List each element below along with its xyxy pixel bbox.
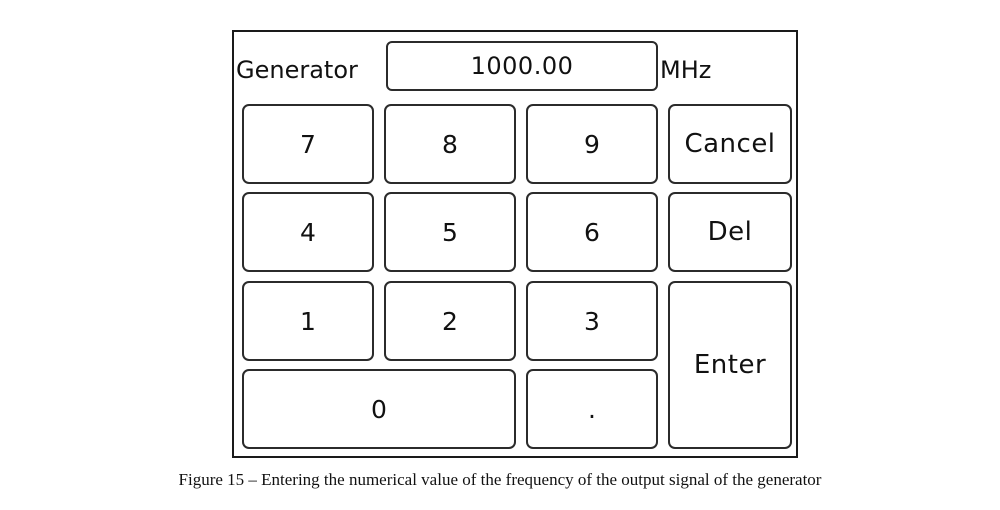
key-1-button[interactable]: 1 — [242, 281, 374, 361]
key-9-button[interactable]: 9 — [526, 104, 658, 184]
enter-button[interactable]: Enter — [668, 281, 792, 449]
key-0-button[interactable]: 0 — [242, 369, 516, 449]
key-6-button[interactable]: 6 — [526, 192, 658, 272]
key-7-button[interactable]: 7 — [242, 104, 374, 184]
key-2-button[interactable]: 2 — [384, 281, 516, 361]
frequency-entry-panel: Generator 1000.00 MHz 7 8 9 Cancel 4 5 6… — [232, 30, 798, 458]
delete-button[interactable]: Del — [668, 192, 792, 272]
generator-label: Generator — [236, 56, 358, 84]
frequency-value-field[interactable]: 1000.00 — [386, 41, 658, 91]
unit-label: MHz — [660, 56, 712, 84]
key-4-button[interactable]: 4 — [242, 192, 374, 272]
key-5-button[interactable]: 5 — [384, 192, 516, 272]
key-3-button[interactable]: 3 — [526, 281, 658, 361]
key-8-button[interactable]: 8 — [384, 104, 516, 184]
key-decimal-point-button[interactable]: . — [526, 369, 658, 449]
figure-caption: Figure 15 – Entering the numerical value… — [178, 470, 822, 489]
cancel-button[interactable]: Cancel — [668, 104, 792, 184]
